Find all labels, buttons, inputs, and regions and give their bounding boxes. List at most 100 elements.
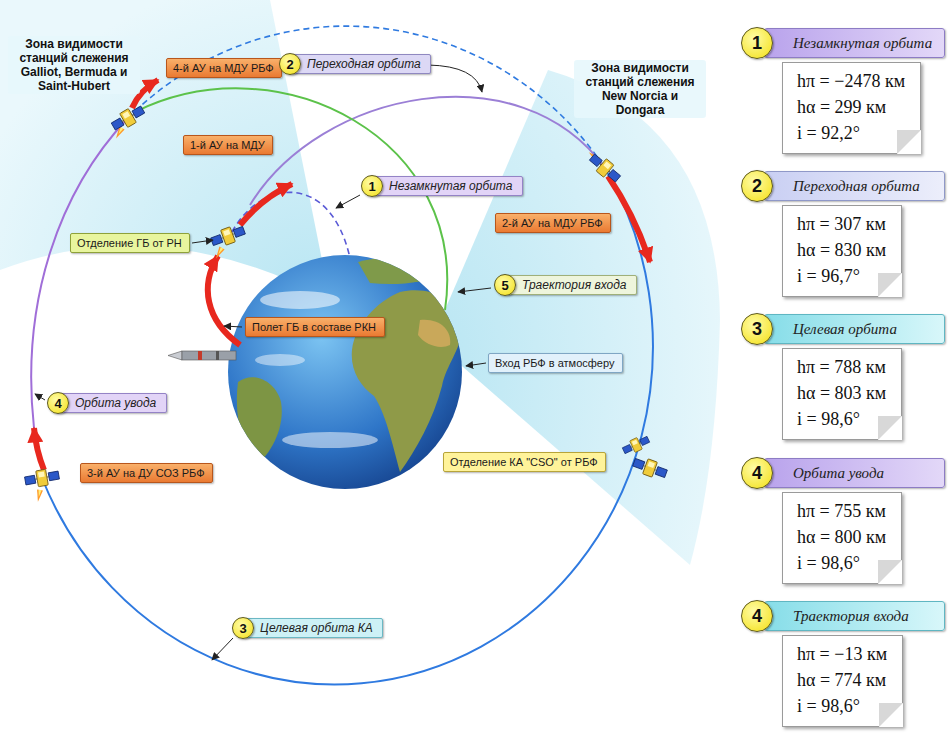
parameter-line: hπ = 755 км: [797, 498, 886, 524]
parameter-line: hα = 774 км: [797, 667, 886, 693]
callout-number: 2: [741, 170, 773, 202]
deorbit-orbit: [31, 118, 128, 428]
target-orbit: [42, 168, 653, 684]
label-text: Вход РБФ в атмосферу: [495, 357, 614, 369]
label-text: 1-й АУ на МДУ: [190, 139, 265, 151]
orbit-title-tab: Траектория входа: [764, 601, 945, 631]
label-box: Отделение КА "CSO" от РБФ: [443, 452, 606, 472]
callout-number: 1: [741, 27, 773, 59]
label-text: Целевая орбита КА: [260, 621, 373, 635]
callout-digit: 2: [752, 176, 762, 197]
label-box: Отделение ГБ от РН: [70, 233, 190, 253]
ascent-arrow: [208, 256, 240, 345]
orbit-title-tab: Целевая орбита: [764, 314, 945, 344]
label-text: Незамкнутая орбита: [389, 179, 512, 193]
label-box: 3-й АУ на ДУ СОЗ РБФ: [80, 463, 213, 483]
label-box: Вход РБФ в атмосферу: [488, 353, 623, 373]
upper-stage-icon: [621, 433, 651, 456]
burn-arrow: [608, 176, 650, 262]
engine-flame: [213, 247, 224, 260]
parameter-line: i = 98,6°: [797, 406, 860, 432]
launch-vehicle: [168, 351, 236, 360]
callout-number: 3: [232, 617, 254, 639]
satellite-icon: [631, 455, 668, 482]
visibility-zone: [432, 70, 720, 565]
label-box: 1-й АУ на МДУ: [183, 135, 273, 155]
parameter-line: i = 98,6°: [797, 550, 860, 576]
label-text: Незамкнутая орбита: [793, 35, 932, 52]
target-orbit-dashed: [128, 26, 605, 168]
label-text: Переходная орбита: [307, 57, 421, 71]
leader-line: [192, 240, 213, 243]
label-box: 2-й АУ на МДУ РБФ: [495, 213, 611, 233]
upper-stage-icon: [209, 223, 246, 250]
orbit-parameters-card: hπ = 307 кмhα = 830 кмi = 96,7°: [782, 205, 902, 297]
leader-line: [336, 195, 360, 208]
callout-number: 2: [279, 53, 301, 75]
parameter-line: hα = 800 км: [797, 524, 886, 550]
label-text: Полет ГБ в составе РКН: [252, 321, 376, 333]
leader-line: [458, 288, 491, 292]
leader-line: [428, 65, 482, 92]
callout-digit: 4: [54, 396, 61, 411]
upper-stage-icon: [587, 151, 623, 185]
orbit-parameters-card: hπ = −2478 кмhα = 299 кмi = 92,2°: [782, 62, 921, 154]
upper-stage-icon: [109, 103, 146, 134]
callout-digit: 5: [501, 278, 508, 293]
callout-digit: 3: [752, 319, 762, 340]
zone-label: Зона видимости станций слежения Galliot,…: [8, 36, 140, 94]
burn-arrow: [240, 184, 292, 225]
burn-arrow: [34, 428, 44, 470]
callout-number: 3: [741, 313, 773, 345]
orbit-parameters-card: hπ = 788 кмhα = 803 кмi = 98,6°: [782, 348, 902, 440]
orbit-parameters-card: hπ = −13 кмhα = 774 кмi = 98,6°: [782, 635, 903, 727]
orbit-parameters-card: hπ = 755 кмhα = 800 кмi = 98,6°: [782, 492, 902, 584]
orbit-title-tab: Переходная орбита: [764, 171, 945, 201]
label-text: Орбита увода: [793, 465, 884, 482]
label-text: Отделение ГБ от РН: [77, 237, 182, 249]
parameter-line: hα = 830 км: [797, 237, 886, 263]
label-text: Орбита увода: [75, 396, 156, 410]
label-text: 3-й АУ на ДУ СОЗ РБФ: [87, 467, 205, 479]
label-box: Целевая орбита КА: [243, 618, 383, 638]
callout-digit: 4: [752, 463, 762, 484]
callout-digit: 1: [752, 33, 762, 54]
label-text: Целевая орбита: [793, 321, 897, 338]
label-text: Траектория входа: [793, 608, 909, 625]
open-orbit: [232, 192, 350, 258]
label-box: Незамкнутая орбита: [372, 176, 523, 196]
parameter-line: hα = 803 км: [797, 380, 886, 406]
label-text: Отделение КА "CSO" от РБФ: [450, 456, 598, 468]
parameter-line: hα = 299 км: [797, 94, 886, 120]
callout-digit: 2: [286, 57, 293, 72]
parameter-line: hπ = 307 км: [797, 211, 886, 237]
callout-digit: 3: [239, 621, 246, 636]
callout-number: 4: [47, 392, 69, 414]
leader-line: [224, 326, 242, 327]
parameter-line: hπ = 788 км: [797, 354, 886, 380]
transfer-orbit: [250, 97, 605, 205]
engine-flame: [35, 489, 43, 502]
callout-number: 1: [361, 175, 383, 197]
callout-number: 4: [741, 457, 773, 489]
label-box: Полет ГБ в составе РКН: [245, 317, 385, 337]
label-box: Переходная орбита: [290, 54, 431, 74]
label-box: Орбита увода: [58, 393, 167, 413]
parameter-line: i = 92,2°: [797, 120, 860, 146]
label-text: 4-й АУ на МДУ РБФ: [173, 62, 274, 74]
leader-line: [466, 363, 486, 366]
label-box: 4-й АУ на МДУ РБФ: [166, 58, 282, 78]
zone-label: Зона видимости станций слежения New Norc…: [574, 60, 706, 118]
callout-number: 5: [494, 274, 516, 296]
parameter-line: i = 98,6°: [797, 693, 860, 719]
label-text: 2-й АУ на МДУ РБФ: [502, 217, 603, 229]
label-text: Переходная орбита: [793, 178, 920, 195]
orbit-title-tab: Незамкнутая орбита: [764, 28, 945, 58]
callout-digit: 4: [752, 606, 762, 627]
parameter-line: hπ = −2478 км: [797, 68, 905, 94]
earth: [228, 255, 462, 489]
label-box: Траектория входа: [505, 275, 637, 295]
parameter-line: i = 96,7°: [797, 263, 860, 289]
orbit-title-tab: Орбита увода: [764, 458, 945, 488]
parameter-line: hπ = −13 км: [797, 641, 887, 667]
